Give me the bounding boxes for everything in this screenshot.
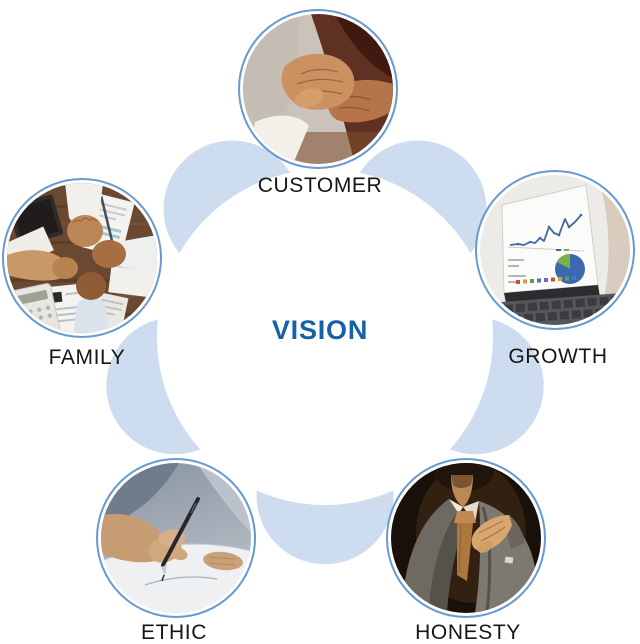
node-label-honesty: HONESTY [415,621,521,644]
photo-mask [101,463,251,613]
photo-mask [391,463,541,613]
node-label-growth: GROWTH [508,345,608,368]
ring-arc-segment [163,140,291,253]
ring-arc-segment [106,319,201,455]
businessman-adjusting-tie-photo [391,463,541,613]
hand-writing-signature-photo [101,463,251,613]
laptop-analytics-chart-photo [480,175,630,325]
node-label-customer: CUSTOMER [257,174,383,197]
ring-arc-segment [359,140,487,253]
node-label-ethic: ETHIC [141,621,207,644]
node-photo-growth [475,170,635,330]
node-label-family: FAMILY [48,346,126,369]
node-photo-honesty [386,458,546,618]
ring-arc-segment [256,490,394,565]
vision-title: VISION [271,315,369,345]
node-photo-customer [238,9,398,169]
handshake-photo [243,14,393,164]
photo-mask [243,14,393,164]
fist-bump-teamwork-photo [7,183,157,333]
node-photo-family [2,178,162,338]
photo-mask [7,183,157,333]
photo-mask [480,175,630,325]
node-photo-ethic [96,458,256,618]
ring-arc-segment [449,319,544,455]
